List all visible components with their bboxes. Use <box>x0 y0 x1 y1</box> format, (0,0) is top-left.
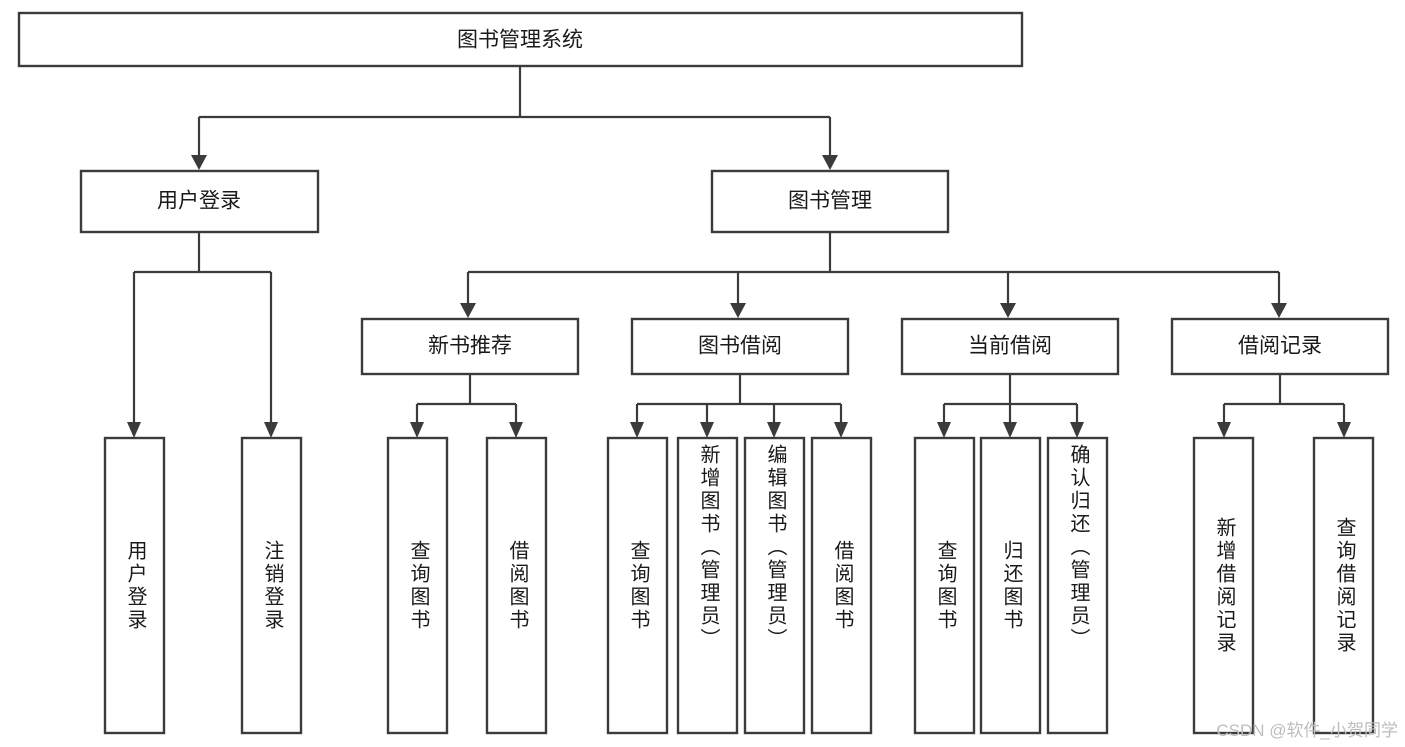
node-current-borrow-box[interactable] <box>900 317 1120 376</box>
arrow-to-leaf-borrow-book-1 <box>509 422 523 438</box>
node-leaf-borrow-book-2-box[interactable] <box>810 436 873 735</box>
node-borrow-record-label: 借阅记录 <box>1238 335 1322 358</box>
node-leaf-query-book-1[interactable] <box>386 436 449 735</box>
node-new-book-recommend-box[interactable] <box>360 317 580 376</box>
node-leaf-borrow-book-2[interactable] <box>810 436 873 735</box>
node-leaf-query-book-1-box[interactable] <box>386 436 449 735</box>
node-leaf-add-record[interactable] <box>1192 436 1255 735</box>
csdn-watermark: CSDN @软件_小贺同学 <box>1216 721 1398 740</box>
arrow-to-user-login <box>191 155 207 170</box>
arrow-to-current-borrow <box>1000 303 1016 318</box>
node-leaf-logout-login[interactable] <box>240 436 303 735</box>
arrow-to-leaf-user-login <box>127 422 141 438</box>
arrow-to-leaf-add-book <box>700 422 714 438</box>
node-current-borrow-label: 当前借阅 <box>968 335 1052 358</box>
node-root-label: 图书管理系统 <box>457 29 583 52</box>
arrow-to-leaf-query-book-1 <box>410 422 424 438</box>
node-leaf-add-book-box[interactable] <box>676 436 739 735</box>
node-leaf-query-book-2[interactable] <box>606 436 669 735</box>
node-user-login-box[interactable] <box>79 169 320 234</box>
node-user-login[interactable]: 用户登录 <box>79 169 320 234</box>
node-user-login-label: 用户登录 <box>157 190 241 213</box>
node-current-borrow[interactable]: 当前借阅 <box>900 317 1120 376</box>
node-leaf-user-login[interactable] <box>103 436 166 735</box>
node-leaf-query-book-3[interactable] <box>913 436 976 735</box>
node-leaf-confirm-return[interactable] <box>1046 436 1109 735</box>
node-leaf-edit-book[interactable] <box>743 436 806 735</box>
node-leaf-edit-book-box[interactable] <box>743 436 806 735</box>
arrow-to-leaf-edit-book <box>767 422 781 438</box>
arrow-to-book-borrow <box>730 303 746 318</box>
arrow-to-leaf-borrow-book-2 <box>834 422 848 438</box>
connector-layer <box>127 66 1351 438</box>
arrow-to-leaf-query-book-3 <box>937 422 951 438</box>
arrow-to-leaf-query-book-2 <box>630 422 644 438</box>
arrow-to-leaf-query-record <box>1337 422 1351 438</box>
node-leaf-query-record[interactable] <box>1312 436 1375 735</box>
arrow-to-borrow-record <box>1271 303 1287 318</box>
node-new-book-recommend[interactable]: 新书推荐 <box>360 317 580 376</box>
node-leaf-return-book[interactable] <box>979 436 1042 735</box>
arrow-to-new-book-recommend <box>460 303 476 318</box>
arrow-to-book-management <box>822 155 838 170</box>
arrow-to-leaf-return-book <box>1003 422 1017 438</box>
node-root[interactable]: 图书管理系统 <box>17 11 1024 68</box>
node-new-book-recommend-label: 新书推荐 <box>428 335 512 358</box>
node-leaf-confirm-return-box[interactable] <box>1046 436 1109 735</box>
node-book-borrow-label: 图书借阅 <box>698 335 782 358</box>
arrow-to-leaf-logout-login <box>264 422 278 438</box>
arrow-to-leaf-confirm-return <box>1070 422 1084 438</box>
node-leaf-query-book-2-box[interactable] <box>606 436 669 735</box>
node-root-box[interactable] <box>17 11 1024 68</box>
node-leaf-user-login-box[interactable] <box>103 436 166 735</box>
node-leaf-return-book-box[interactable] <box>979 436 1042 735</box>
node-book-management-label: 图书管理 <box>788 190 872 213</box>
node-leaf-query-record-box[interactable] <box>1312 436 1375 735</box>
node-leaf-add-book[interactable] <box>676 436 739 735</box>
node-borrow-record-box[interactable] <box>1170 317 1390 376</box>
node-leaf-logout-login-box[interactable] <box>240 436 303 735</box>
node-leaf-borrow-book-1[interactable] <box>485 436 548 735</box>
node-book-borrow-box[interactable] <box>630 317 850 376</box>
arrow-to-leaf-add-record <box>1217 422 1231 438</box>
node-book-management[interactable]: 图书管理 <box>710 169 950 234</box>
node-leaf-add-record-box[interactable] <box>1192 436 1255 735</box>
node-book-management-box[interactable] <box>710 169 950 234</box>
node-book-borrow[interactable]: 图书借阅 <box>630 317 850 376</box>
node-leaf-query-book-3-box[interactable] <box>913 436 976 735</box>
node-leaf-borrow-book-1-box[interactable] <box>485 436 548 735</box>
node-borrow-record[interactable]: 借阅记录 <box>1170 317 1390 376</box>
